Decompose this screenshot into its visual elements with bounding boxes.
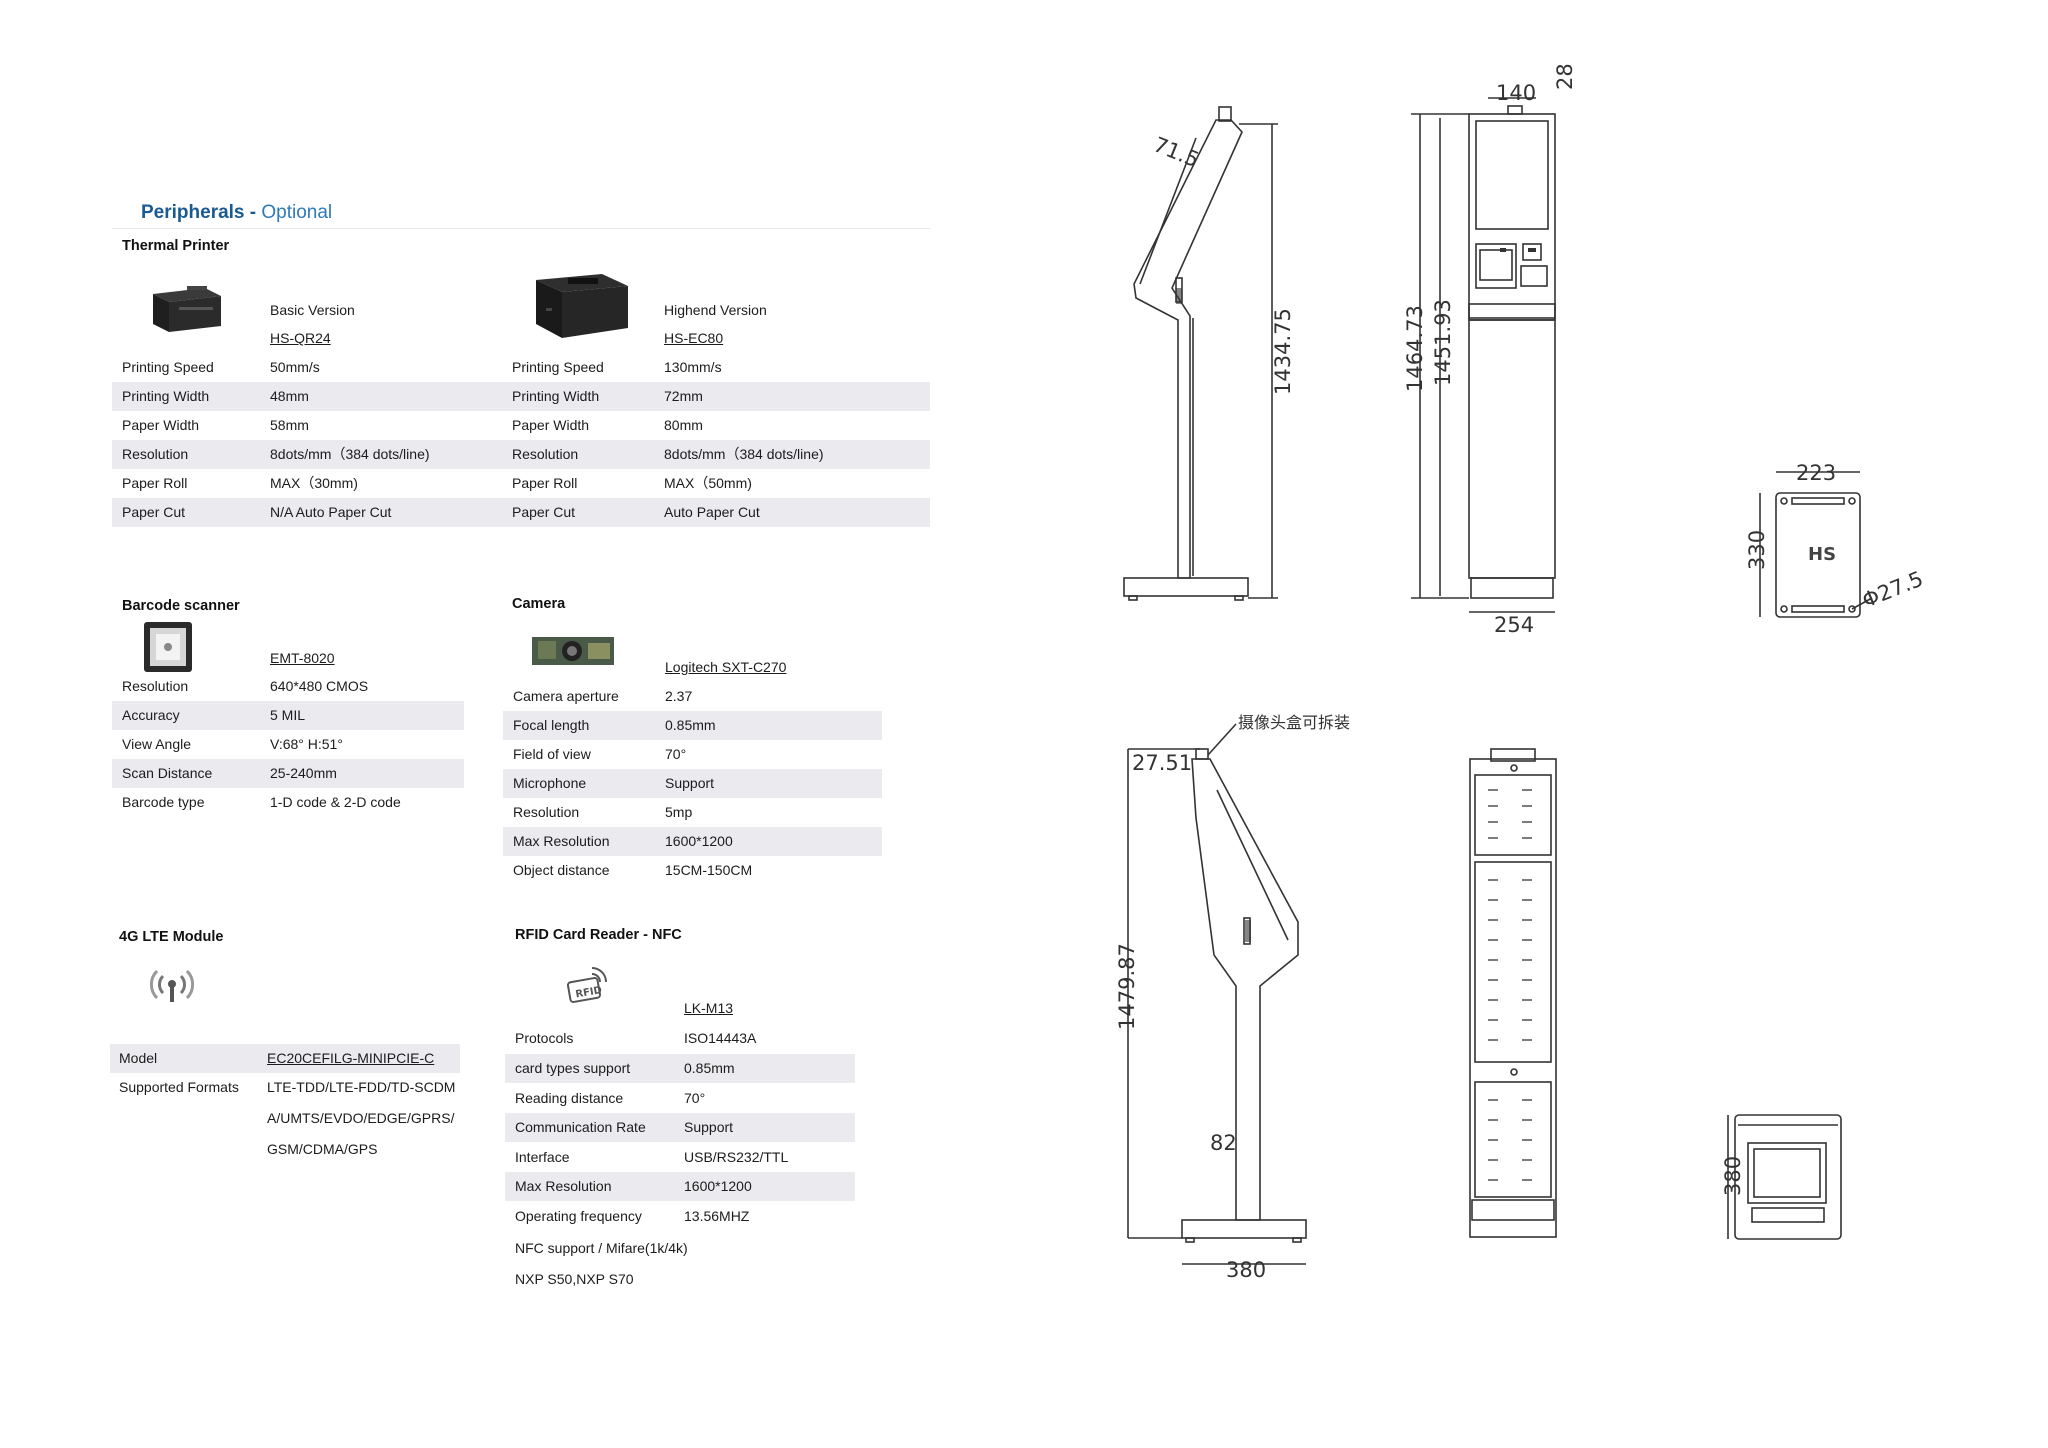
printer-highend-version: Highend Version xyxy=(664,302,767,318)
table-row: Printing Speed 50mm/s Printing Speed 130… xyxy=(122,359,722,375)
table-row: Camera aperture 2.37 xyxy=(513,688,693,704)
table-row: Paper Width 58mm Paper Width 80mm xyxy=(122,417,703,433)
lte-formats-label: Supported Formats xyxy=(119,1079,239,1095)
dim-pole-label: 82 xyxy=(1210,1131,1237,1155)
lte-format-line: LTE-TDD/LTE-FDD/TD-SCDM xyxy=(267,1079,456,1095)
rfid-model: LK-M13 xyxy=(684,1000,734,1016)
dim-height-label: 380 xyxy=(1721,1156,1745,1196)
dim-depth-label: 28 xyxy=(1553,63,1577,90)
table-row: Barcode type 1-D code & 2-D code xyxy=(122,794,401,810)
heading-divider xyxy=(112,228,930,229)
printer-basic-version: Basic Version xyxy=(270,302,355,318)
table-row: Microphone Support xyxy=(503,769,882,798)
brand-logo-mark: HS xyxy=(1808,544,1836,565)
table-row: Resolution 5mp xyxy=(513,804,693,820)
lte-section-title: 4G LTE Module xyxy=(119,929,224,945)
printer-basic-model: HS-QR24 xyxy=(270,330,331,346)
base-plate-drawing xyxy=(1759,471,1873,618)
camera-model: Logitech SXT-C270 xyxy=(665,659,787,675)
table-row: card types support 0.85mm xyxy=(505,1054,855,1083)
lte-format-line: GSM/CDMA/GPS xyxy=(267,1141,378,1157)
dim-width-label: 223 xyxy=(1796,461,1836,485)
table-row: Scan Distance 25-240mm xyxy=(112,759,464,788)
printer-highend-image xyxy=(532,268,632,349)
svg-text:RFID: RFID xyxy=(575,985,603,1000)
dim-height-label: 1479.87 xyxy=(1115,943,1139,1030)
kiosk-side-view-drawing xyxy=(1123,106,1278,601)
dim-hole-label: Φ27.5 xyxy=(1859,567,1927,613)
table-row: Resolution 640*480 CMOS xyxy=(122,678,369,694)
dim-height-label: 1451.93 xyxy=(1431,299,1455,386)
table-row: Model EC20CEFILG-MINIPCIE-C xyxy=(110,1044,460,1073)
table-row: Paper Cut N/A Auto Paper Cut Paper Cut A… xyxy=(112,498,930,527)
table-row: Field of view 70° xyxy=(513,746,687,762)
rfid-extra-line: NXP S50,NXP S70 xyxy=(515,1271,634,1287)
table-row: Object distance 15CM-150CM xyxy=(513,862,753,878)
table-row: Max Resolution 1600*1200 xyxy=(503,827,882,856)
lte-format-line: A/UMTS/EVDO/EDGE/GPRS/ xyxy=(267,1110,455,1126)
printer-basic-image xyxy=(147,280,227,343)
kiosk-side-view-camera-drawing xyxy=(1127,723,1307,1265)
table-row: Protocols ISO14443A xyxy=(515,1030,757,1046)
dim-base-label: 254 xyxy=(1494,613,1534,637)
dim-width-label: 140 xyxy=(1496,81,1536,105)
rfid-section-title: RFID Card Reader - NFC xyxy=(515,927,682,943)
camera-section-title: Camera xyxy=(512,596,566,612)
table-row: Accuracy 5 MIL xyxy=(112,701,464,730)
dim-height-label: 1464.73 xyxy=(1403,305,1427,392)
camera-module-image xyxy=(530,633,616,674)
kiosk-rear-view-drawing xyxy=(1469,748,1557,1238)
printer-highend-model: HS-EC80 xyxy=(664,330,724,346)
table-row: Max Resolution 1600*1200 xyxy=(505,1172,855,1201)
dim-height-label: 1434.75 xyxy=(1271,308,1295,395)
table-row: Interface USB/RS232/TTL xyxy=(515,1149,789,1165)
camera-box-note: 摄像头盒可拆装 xyxy=(1238,713,1350,732)
printer-section-title: Thermal Printer xyxy=(122,238,230,254)
table-row: Focal length 0.85mm xyxy=(503,711,882,740)
table-row: Operating frequency 13.56MHZ xyxy=(515,1208,750,1224)
dim-angle-label: 27.51 xyxy=(1132,751,1192,775)
kiosk-front-view-drawing xyxy=(1411,97,1556,613)
barcode-scanner-image xyxy=(142,620,194,679)
dim-angle-label: 71.5 xyxy=(1150,132,1202,172)
table-row: View Angle V:68° H:51° xyxy=(122,736,343,752)
table-row: Reading distance 70° xyxy=(515,1090,706,1106)
rfid-extra-line: NFC support / Mifare(1k/4k) xyxy=(515,1240,688,1256)
signal-antenna-icon xyxy=(148,966,196,1011)
table-row: Printing Width 48mm Printing Width 72mm xyxy=(112,382,930,411)
barcode-section-title: Barcode scanner xyxy=(122,598,240,614)
page-title: Peripherals - Optional xyxy=(141,202,333,223)
rfid-icon: RFID xyxy=(566,966,608,1011)
table-row: Resolution 8dots/mm（384 dots/line) Resol… xyxy=(112,440,930,469)
barcode-model: EMT-8020 xyxy=(270,650,335,666)
dim-height-label: 330 xyxy=(1745,530,1769,570)
kiosk-top-view-drawing xyxy=(1727,1114,1842,1240)
table-row: Communication Rate Support xyxy=(505,1113,855,1142)
table-row: Paper Roll MAX（30mm) Paper Roll MAX（50mm… xyxy=(122,475,752,491)
dim-base-label: 380 xyxy=(1226,1258,1266,1282)
